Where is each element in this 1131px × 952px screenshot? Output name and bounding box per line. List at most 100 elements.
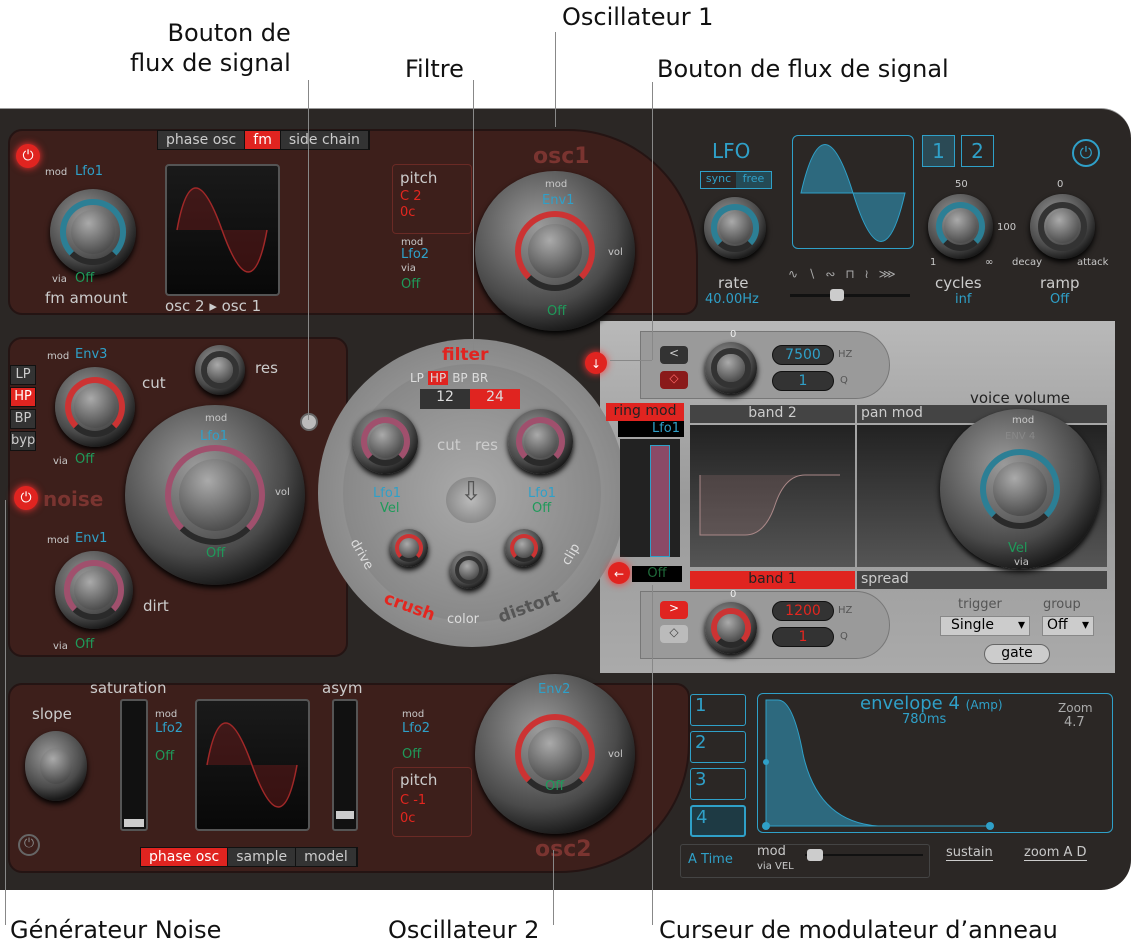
ring-mod-signal-flow-button[interactable]: ←: [608, 562, 630, 584]
noise-cutoff-knob[interactable]: [55, 367, 135, 447]
band2-q[interactable]: 1: [772, 371, 834, 391]
lfo-rate-knob[interactable]: [704, 197, 766, 259]
noise-filter-lp[interactable]: LP: [10, 365, 36, 385]
noise-vol-via[interactable]: Off: [206, 546, 226, 561]
filter-res-knob[interactable]: [508, 409, 573, 474]
clip-knob[interactable]: [505, 529, 543, 567]
a-time-label[interactable]: A Time: [688, 852, 733, 867]
noise-signal-flow-button[interactable]: [300, 413, 318, 431]
lfo-page-2[interactable]: 2: [961, 135, 994, 167]
filter-type-br[interactable]: BR: [471, 371, 489, 385]
osc1-vol-mod[interactable]: Env1: [542, 193, 575, 208]
slope-12[interactable]: 12: [436, 389, 454, 405]
band2-freq[interactable]: 7500: [772, 345, 834, 365]
envelope-display[interactable]: [757, 693, 1113, 833]
osc2-power-icon[interactable]: ⏻: [18, 834, 40, 856]
osc1-pitch-cents[interactable]: 0c: [400, 205, 416, 220]
osc2-pitch-box[interactable]: [392, 767, 472, 837]
noise-filter-bp[interactable]: BP: [10, 409, 36, 429]
osc1-waveform-display[interactable]: [165, 164, 280, 296]
lfo-page-1[interactable]: 1: [922, 135, 955, 167]
osc1-pitch-mod[interactable]: Lfo2: [401, 247, 430, 262]
osc1-pitch-via[interactable]: Off: [401, 277, 421, 292]
band1-peak-icon[interactable]: ◇: [660, 625, 688, 643]
zoom-ad-button[interactable]: zoom A D: [1024, 845, 1087, 861]
noise-dirt-knob[interactable]: [55, 551, 133, 629]
filter-slope-selector[interactable]: 12 24: [420, 389, 520, 409]
noise-filter-bypass[interactable]: byp: [10, 431, 36, 451]
band2-bar[interactable]: band 2: [690, 405, 855, 423]
osc1-vol-via[interactable]: Off: [547, 304, 567, 319]
sync-option[interactable]: sync: [705, 172, 732, 185]
band1-highpass-icon[interactable]: >: [660, 601, 688, 619]
fm-amount-knob[interactable]: [50, 189, 136, 275]
cycles-knob[interactable]: [928, 194, 993, 259]
filter-type-hp[interactable]: HP: [427, 371, 449, 385]
osc1-power-icon[interactable]: ⏻: [16, 144, 40, 168]
voice-mod-source[interactable]: ENV 4: [1005, 431, 1036, 442]
slope-knob[interactable]: [25, 731, 87, 801]
tab-model[interactable]: model: [296, 848, 357, 866]
ring-mod-slider[interactable]: [650, 444, 670, 557]
ring-mod-source[interactable]: Lfo1: [618, 421, 684, 437]
lfo-power-icon[interactable]: ⏻: [1072, 139, 1100, 167]
osc2-volume-knob[interactable]: [475, 674, 635, 834]
band1-bar[interactable]: band 1: [690, 571, 855, 589]
band2-gain-knob[interactable]: [705, 342, 757, 394]
tab-side-chain[interactable]: side chain: [281, 131, 369, 149]
osc1-pitch-note[interactable]: C 2: [400, 189, 422, 204]
osc1-volume-knob[interactable]: [475, 171, 635, 331]
lfo-sync-toggle[interactable]: sync free: [700, 171, 772, 189]
noise-filter-hp[interactable]: HP: [10, 387, 36, 407]
band1-q[interactable]: 1: [772, 627, 834, 647]
osc2-vol-via[interactable]: Off: [545, 779, 565, 794]
free-option[interactable]: free: [736, 172, 771, 188]
tab-phase-osc[interactable]: phase osc: [141, 848, 229, 866]
color-knob[interactable]: [450, 551, 488, 589]
osc2-pitch-note[interactable]: C -1: [400, 793, 427, 808]
filter-res-via[interactable]: Off: [532, 501, 552, 516]
ring-mod-via[interactable]: Off: [632, 566, 682, 582]
group-dropdown[interactable]: Off▾: [1042, 616, 1094, 636]
envelope-button-1[interactable]: 1: [690, 694, 746, 726]
voice-via-source[interactable]: Vel: [1008, 541, 1028, 556]
sustain-button[interactable]: sustain: [946, 845, 993, 861]
trigger-dropdown[interactable]: Single▾: [940, 616, 1030, 636]
filter-cut-via[interactable]: Vel: [380, 501, 400, 516]
tab-phase-osc[interactable]: phase osc: [158, 131, 246, 149]
osc1-pitch-box[interactable]: [392, 164, 472, 234]
fm-mod-source[interactable]: Lfo1: [75, 164, 104, 179]
asym-slider[interactable]: [332, 699, 358, 831]
noise-dirt-via[interactable]: Off: [75, 637, 95, 652]
filter-flow-arrow-icon[interactable]: ⇩: [446, 477, 496, 523]
voice-volume-knob[interactable]: [940, 409, 1100, 569]
band1-gain-knob[interactable]: [705, 602, 757, 654]
noise-res-knob[interactable]: [195, 345, 245, 395]
fm-via-source[interactable]: Off: [75, 271, 95, 286]
tab-sample[interactable]: sample: [228, 848, 297, 866]
osc2-vol-mod[interactable]: Env2: [538, 682, 571, 697]
band1-freq[interactable]: 1200: [772, 601, 834, 621]
filter-res-mod[interactable]: Lfo1: [528, 486, 557, 501]
noise-volume-knob[interactable]: [125, 405, 305, 585]
osc2-waveform-display[interactable]: [195, 699, 310, 831]
filter-type-bp[interactable]: BP: [452, 371, 468, 385]
envelope-button-4[interactable]: 4: [690, 805, 746, 837]
filter-type-lp[interactable]: LP: [410, 371, 424, 385]
noise-vol-mod[interactable]: Lfo1: [200, 429, 229, 444]
tab-fm[interactable]: fm: [245, 131, 281, 149]
ramp-knob[interactable]: [1030, 194, 1095, 259]
slope-24[interactable]: 24: [470, 389, 520, 409]
saturation-slider[interactable]: [120, 699, 148, 831]
drive-knob[interactable]: [390, 529, 428, 567]
osc2-pitch-mod[interactable]: Lfo2: [402, 721, 431, 736]
band2-lowpass-icon[interactable]: <: [660, 346, 688, 364]
a-time-mod-slider[interactable]: [805, 849, 923, 861]
gate-button[interactable]: gate: [984, 644, 1050, 664]
noise-dirt-mod[interactable]: Env1: [75, 531, 108, 546]
osc1-signal-flow-button[interactable]: ↓: [585, 352, 607, 374]
filter-cutoff-knob[interactable]: [353, 409, 418, 474]
